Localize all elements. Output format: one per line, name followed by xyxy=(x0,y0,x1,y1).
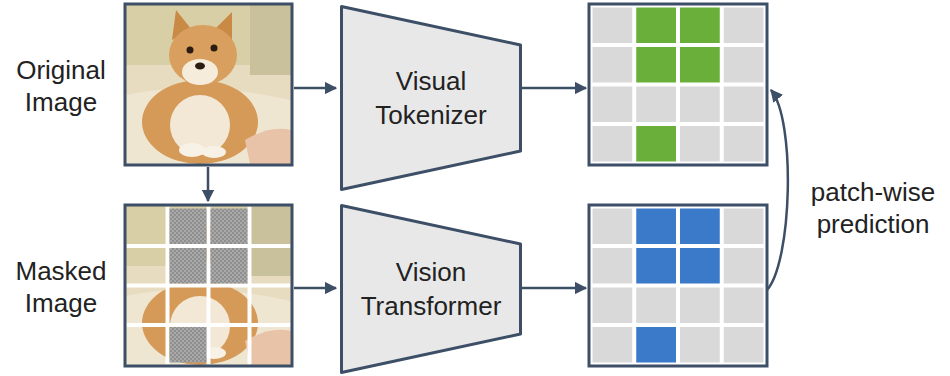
grid-cell xyxy=(593,87,633,123)
grid-cell xyxy=(170,248,207,284)
grid-cell xyxy=(211,209,248,245)
block-name: Visual Tokenizer xyxy=(356,64,506,132)
grid-cell xyxy=(636,288,676,324)
grid-cell xyxy=(680,126,720,162)
arrow-label: patch-wise prediction xyxy=(800,176,946,240)
grid-cell xyxy=(680,327,720,363)
grid-cell xyxy=(170,209,207,245)
grid-cell xyxy=(170,327,207,363)
grid-cell xyxy=(589,4,767,165)
grid-cell xyxy=(636,327,676,363)
grid-cell xyxy=(680,248,720,284)
grid-cell xyxy=(724,209,764,245)
trapezoid-block: Visual Tokenizer xyxy=(340,5,522,191)
grid-cell xyxy=(636,87,676,123)
grid-cell xyxy=(724,126,764,162)
grid-cell xyxy=(680,288,720,324)
grid-cell xyxy=(636,126,676,162)
grid-cell xyxy=(593,248,633,284)
grid-cell xyxy=(724,87,764,123)
grid-cell xyxy=(127,284,291,288)
grid-cell xyxy=(593,327,633,363)
grid-cell xyxy=(127,323,291,327)
grid-cell xyxy=(636,8,676,44)
grid-cell xyxy=(589,205,767,366)
grid-cell xyxy=(211,248,248,284)
trapezoid-outline xyxy=(340,204,522,374)
grid-cell xyxy=(593,126,633,162)
grid-cell xyxy=(680,87,720,123)
grid-cell xyxy=(724,327,764,363)
grid-cell xyxy=(724,8,764,44)
grid-cell xyxy=(248,207,252,365)
trapezoid-outline xyxy=(340,5,522,191)
grid-cell xyxy=(680,209,720,245)
grid-cell xyxy=(589,4,767,165)
grid-cell xyxy=(589,205,767,366)
grid-cell xyxy=(593,288,633,324)
grid-cell xyxy=(593,8,633,44)
grid-cell xyxy=(680,8,720,44)
grid-cell xyxy=(636,47,676,83)
grid-cell xyxy=(724,248,764,284)
trapezoid-block: Vision Transformer xyxy=(340,204,522,374)
grid-cell xyxy=(636,248,676,284)
grid-cell xyxy=(593,47,633,83)
grid-cell xyxy=(636,209,676,245)
block-name: Vision Transformer xyxy=(356,255,506,323)
image-label: Masked Image xyxy=(2,255,120,319)
grid-cell xyxy=(724,47,764,83)
grid-cell xyxy=(680,47,720,83)
grid-cell xyxy=(724,288,764,324)
image-label: Original Image xyxy=(2,54,120,118)
grid-cell xyxy=(593,209,633,245)
